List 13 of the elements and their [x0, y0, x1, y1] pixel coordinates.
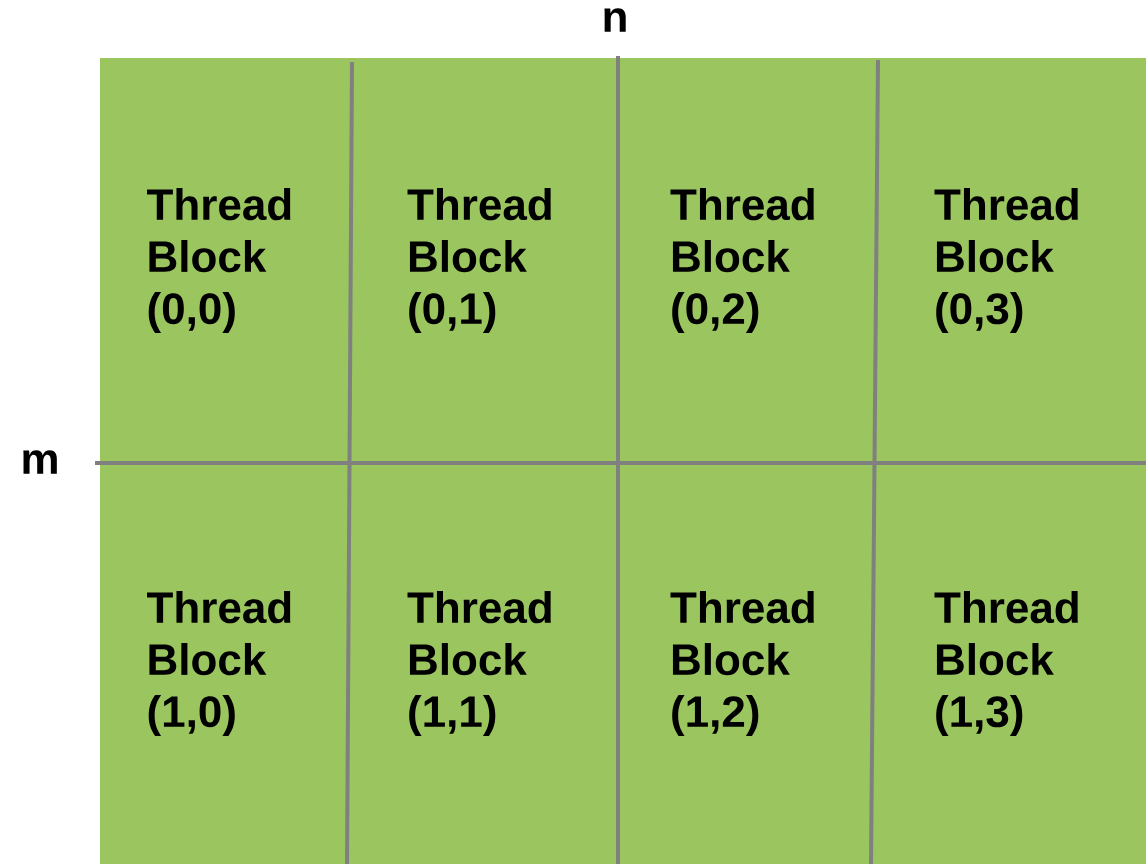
grid-cell: Thread Block (1,0): [100, 463, 353, 864]
grid-cell: Thread Block (0,2): [621, 58, 879, 463]
node-label: Thread Block (1,3): [934, 590, 1078, 736]
grid-cell: Thread Block (0,3): [879, 58, 1146, 463]
axis-label: m: [23, 450, 57, 474]
grid-cell: Thread Block (1,1): [353, 463, 621, 864]
grid-cell: Thread Block (0,1): [353, 58, 621, 463]
grid-cell: Thread Block (1,3): [879, 463, 1146, 864]
node-label: Thread Block (1,0): [147, 590, 291, 736]
axis-label: n: [604, 8, 626, 32]
grid-cell: Thread Block (0,0): [100, 58, 353, 463]
node-label: Thread Block (1,2): [670, 590, 814, 736]
grid-cell: Thread Block (1,2): [621, 463, 879, 864]
